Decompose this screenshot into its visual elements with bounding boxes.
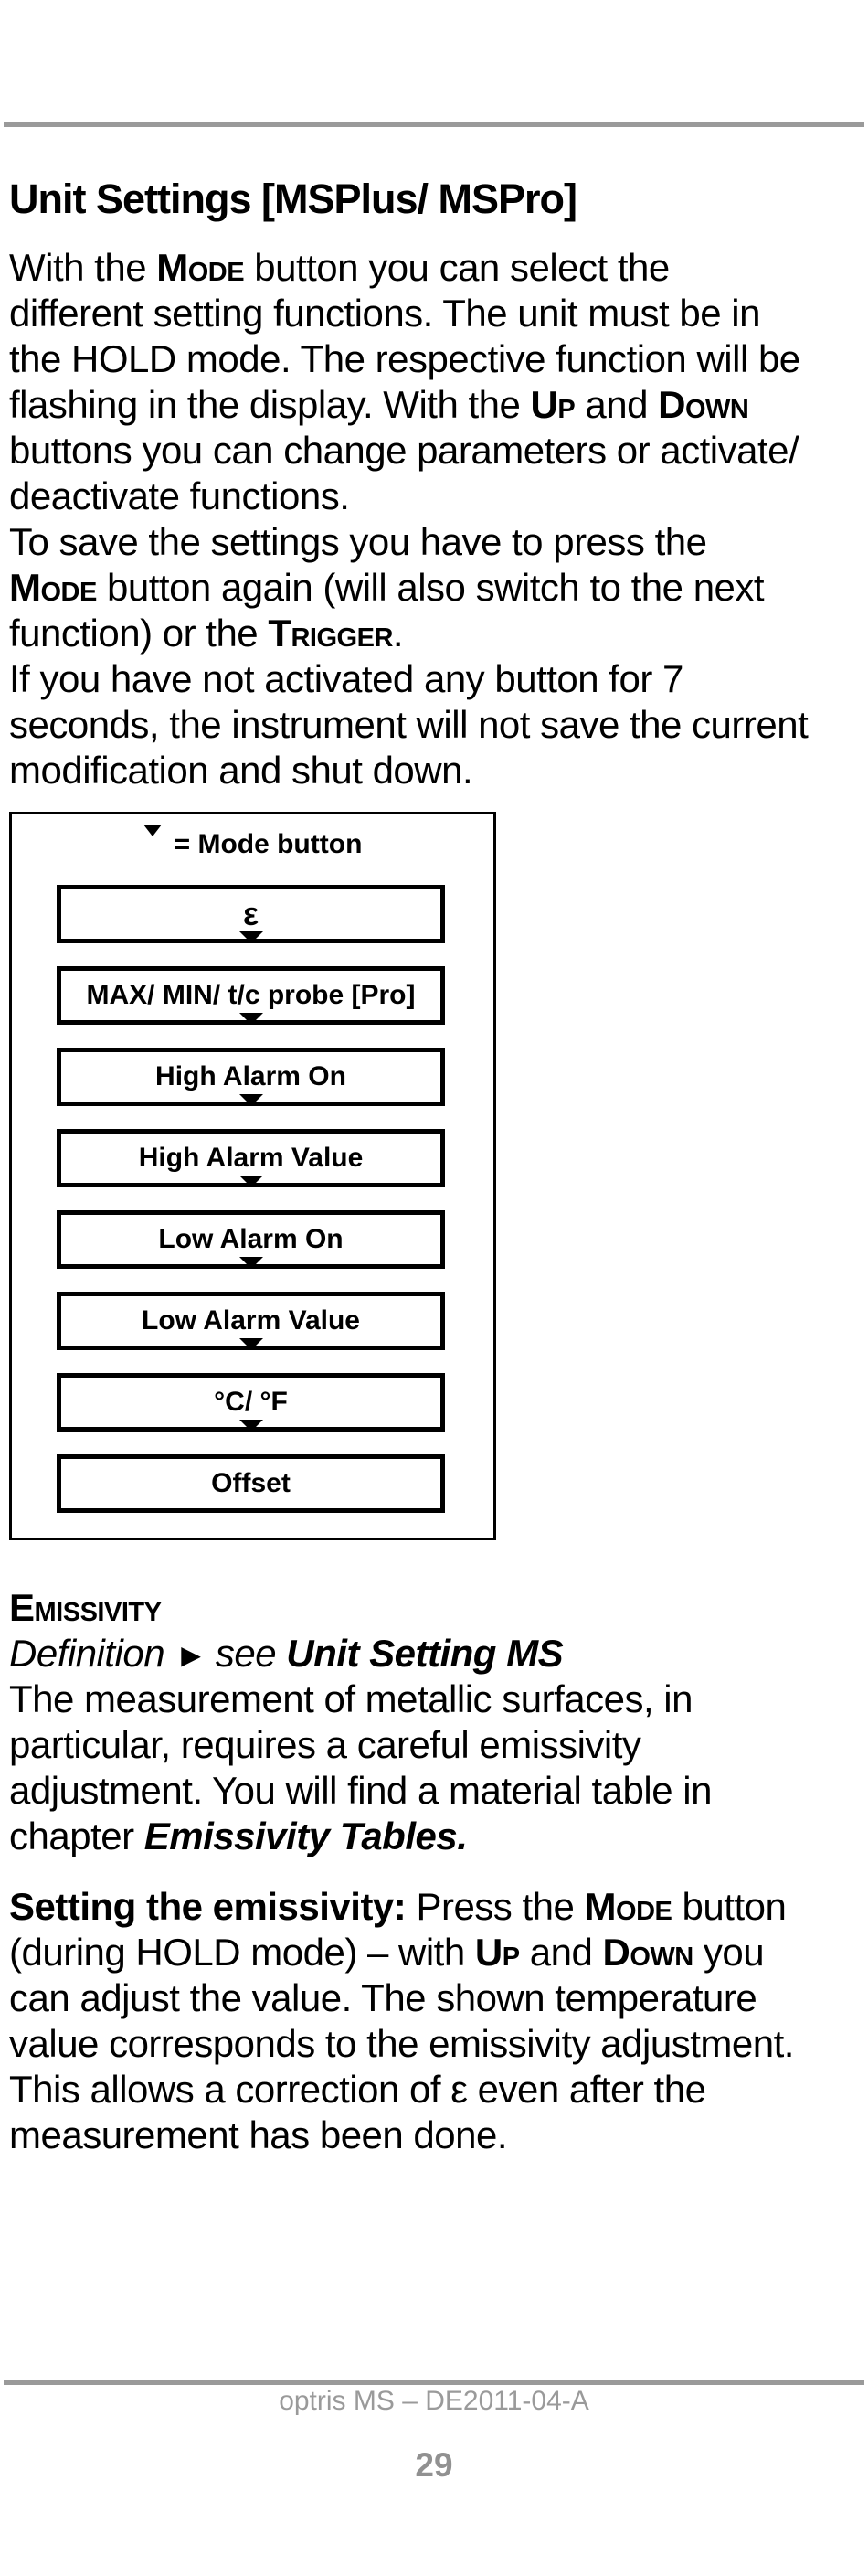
text-line: Mode button again (will also switch to t…	[9, 566, 765, 609]
page-title: Unit Settings [MSPlus/ MSPro]	[9, 176, 577, 222]
down-arrow-icon	[239, 1094, 263, 1129]
flow-box-label: Offset	[211, 1468, 291, 1498]
flow-box-max-min-tc-probe: MAX/ MIN/ t/c probe [Pro]	[57, 966, 445, 1025]
down-arrow-icon	[239, 1013, 263, 1048]
text-line: seconds, the instrument will not save th…	[9, 703, 809, 746]
text-line: Setting the emissivity: Press the Mode b…	[9, 1885, 787, 1928]
text-line: the HOLD mode. The respective function w…	[9, 337, 800, 380]
flow-box-label: MAX/ MIN/ t/c probe [Pro]	[86, 980, 416, 1010]
setting-emissivity-paragraph: Setting the emissivity: Press the Mode b…	[9, 1884, 794, 2158]
down-arrow-icon	[239, 1420, 263, 1454]
text-line: (during HOLD mode) – with Up and Down yo…	[9, 1931, 765, 1974]
flow-box-high-alarm-value: High Alarm Value	[57, 1129, 445, 1187]
down-arrow-icon	[239, 1338, 263, 1373]
text-line: can adjust the value. The shown temperat…	[9, 1976, 757, 2019]
text-line: The measurement of metallic surfaces, in	[9, 1677, 693, 1720]
definition-line: Definition ► see Unit Setting MS	[9, 1632, 564, 1675]
down-arrow-icon	[239, 931, 263, 966]
text-line: particular, requires a careful emissivit…	[9, 1723, 641, 1766]
flow-box-label: High Alarm On	[155, 1061, 346, 1091]
flow-box-label: Low Alarm On	[158, 1224, 344, 1254]
flowchart-legend: = Mode button	[12, 825, 493, 860]
intro-paragraph: With the Mode button you can select the …	[9, 245, 809, 793]
text-line: If you have not activated any button for…	[9, 657, 683, 700]
flow-box-label: High Alarm Value	[138, 1143, 364, 1173]
page-number: 29	[415, 2446, 453, 2484]
flow-box-label: Low Alarm Value	[142, 1305, 360, 1336]
flow-box-low-alarm-on: Low Alarm On	[57, 1210, 445, 1269]
text-line: adjustment. You will find a material tab…	[9, 1769, 712, 1812]
text-line: function) or the Trigger.	[9, 612, 404, 655]
flow-box-low-alarm-value: Low Alarm Value	[57, 1292, 445, 1350]
mode-flowchart: = Mode button ε MAX/ MIN/ t/c probe [Pro…	[9, 812, 496, 1540]
down-arrow-icon	[239, 1176, 263, 1210]
down-arrow-icon	[143, 825, 162, 853]
flow-box-offset: Offset	[57, 1454, 445, 1513]
emissivity-section: Emissivity Definition ► see Unit Setting…	[9, 1585, 712, 1859]
text-line: measurement has been done.	[9, 2113, 508, 2156]
text-line: This allows a correction of ε even after…	[9, 2068, 706, 2111]
text-line: To save the settings you have to press t…	[9, 520, 707, 563]
section-heading: Emissivity	[9, 1586, 162, 1629]
text-line: buttons you can change parameters or act…	[9, 429, 799, 472]
footer-doc-ref: optris MS – DE2011-04-A	[279, 2386, 589, 2416]
flowchart-legend-label: = Mode button	[174, 829, 363, 859]
footer-divider	[4, 2380, 864, 2385]
down-arrow-icon	[239, 1257, 263, 1292]
text-line: modification and shut down.	[9, 749, 473, 792]
top-divider	[4, 122, 864, 127]
flow-box-label: °C/ °F	[214, 1387, 288, 1417]
text-line: chapter Emissivity Tables.	[9, 1815, 468, 1857]
flow-box-high-alarm-on: High Alarm On	[57, 1048, 445, 1106]
text-line: deactivate functions.	[9, 474, 350, 517]
text-line: With the Mode button you can select the	[9, 246, 670, 289]
flow-box-emissivity: ε	[57, 885, 445, 943]
flow-box-label: ε	[242, 895, 259, 932]
flow-box-temperature-unit: °C/ °F	[57, 1373, 445, 1432]
text-line: different setting functions. The unit mu…	[9, 292, 760, 335]
text-line: flashing in the display. With the Up and…	[9, 383, 749, 426]
text-line: value corresponds to the emissivity adju…	[9, 2022, 794, 2065]
